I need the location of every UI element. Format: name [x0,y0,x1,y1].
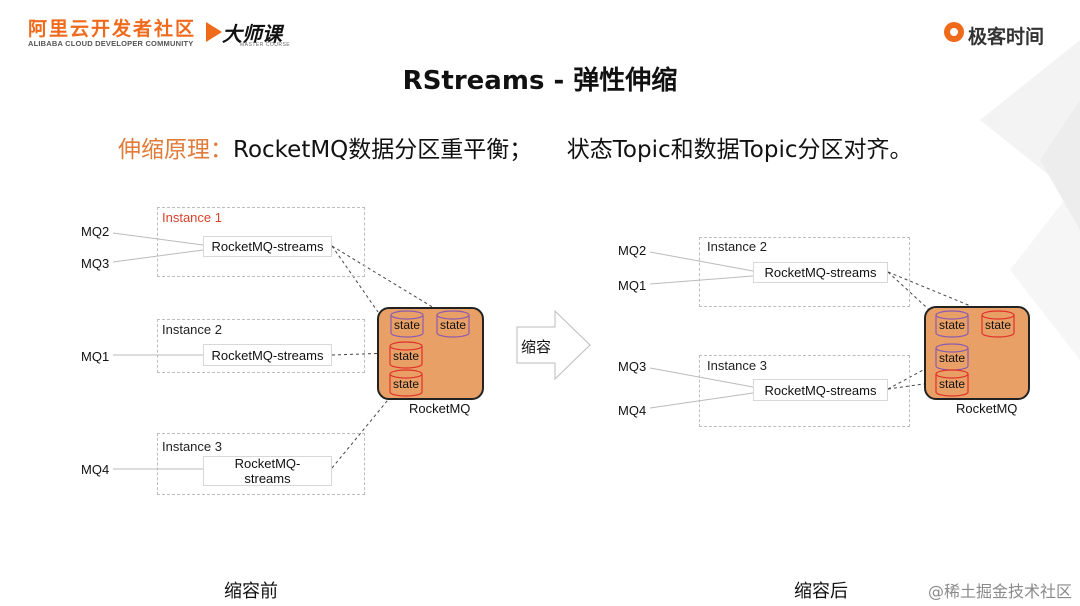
mq-label: MQ3 [81,256,110,271]
instance-3-box [157,433,365,495]
after-caption: 缩容后 [794,581,848,602]
state-label: state [938,351,965,365]
state-label: state [938,377,965,391]
slide-title: RStreams - 弹性伸缩 [402,66,678,96]
principle-label: 伸缩原理： [118,137,233,163]
instance-1-box [157,207,365,277]
principle-line: 伸缩原理：RocketMQ数据分区重平衡； 状态Topic和数据Topic分区对… [118,130,912,164]
state-label: state [393,318,420,332]
rocketmq-streams-node: RocketMQ-streams [203,344,332,366]
instance-3-box [699,355,910,427]
state-label: state [392,349,419,363]
instance-2-label: Instance 2 [707,239,767,254]
before-caption: 缩容前 [224,581,278,602]
mq-label: MQ4 [81,462,110,477]
alibaba-cloud-logo-text: 阿里云开发者社区 [28,18,197,40]
dashike-logo-subtext: MASTER COURSE [240,42,291,48]
geekbang-logo: 极客时间 [968,26,1045,48]
instance-2-label: Instance 2 [162,322,222,337]
principle-text: RocketMQ数据分区重平衡； 状态Topic和数据Topic分区对齐。 [233,137,913,163]
mq-label: MQ2 [618,243,647,258]
rocketmq-streams-node: RocketMQ-streams [753,379,888,401]
instance-3-label: Instance 3 [162,439,222,454]
mq-label: MQ4 [618,403,647,418]
shrink-arrow-label: 缩容 [521,339,552,356]
instance-1-label: Instance 1 [162,210,222,225]
alibaba-cloud-logo-subtext: ALIBABA CLOUD DEVELOPER COMMUNITY [28,39,194,48]
mq-label: MQ3 [618,359,647,374]
play-icon [206,22,222,42]
decorative-triangles [980,40,1080,360]
instance-2-box [157,319,365,373]
state-label: state [984,318,1011,332]
mq-label: MQ1 [81,349,110,364]
rocketmq-streams-node: RocketMQ-streams [753,262,888,283]
state-label: state [439,318,466,332]
geekbang-logo-icon [944,22,964,42]
dashike-logo: 大师课 [222,22,282,46]
watermark: @稀土掘金技术社区 [927,582,1072,601]
rocketmq-streams-node: RocketMQ-streams [203,456,332,486]
mq-label: MQ1 [618,278,647,293]
shrink-arrow [516,309,591,381]
mq-label: MQ2 [81,224,110,239]
state-label: state [938,318,965,332]
instance-3-label: Instance 3 [707,358,767,373]
rocketmq-label: RocketMQ [956,401,1018,416]
instance-2-box [699,237,910,307]
state-label: state [392,377,419,391]
rocketmq-label: RocketMQ [409,401,471,416]
rocketmq-streams-node: RocketMQ-streams [203,236,332,257]
